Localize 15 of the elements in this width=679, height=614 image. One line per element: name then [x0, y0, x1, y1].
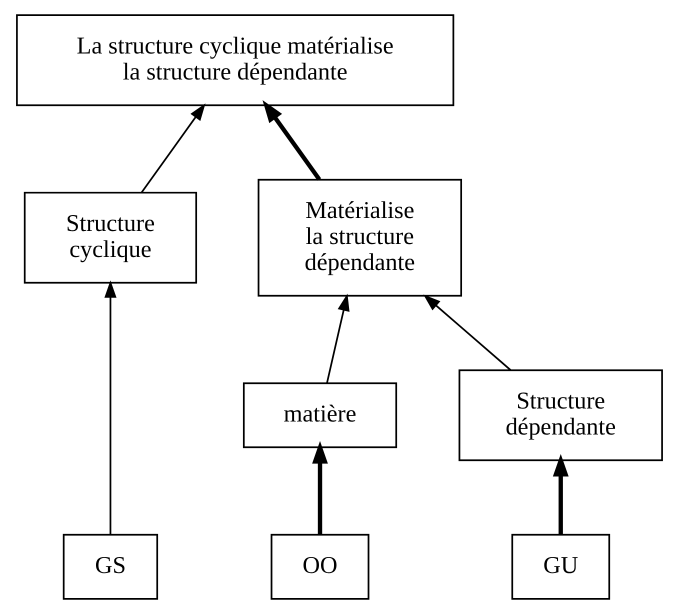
- node-box: GS: [62, 534, 158, 600]
- arrow: [326, 294, 350, 384]
- node-box: GU: [511, 534, 610, 600]
- arrow: [423, 294, 512, 371]
- node-box: matière: [242, 382, 398, 448]
- arrow: [262, 100, 322, 181]
- node-box: Structure dépendante: [458, 369, 663, 462]
- node-box: Structure cyclique: [24, 192, 198, 284]
- arrow: [104, 280, 117, 534]
- node-box: OO: [270, 534, 370, 600]
- node-box: Matérialise la structure dépendante: [258, 178, 462, 297]
- arrow: [312, 441, 328, 534]
- arrow: [140, 103, 206, 194]
- node-box: La structure cyclique matérialise la structure dépendante: [16, 14, 454, 106]
- arrow: [552, 454, 569, 534]
